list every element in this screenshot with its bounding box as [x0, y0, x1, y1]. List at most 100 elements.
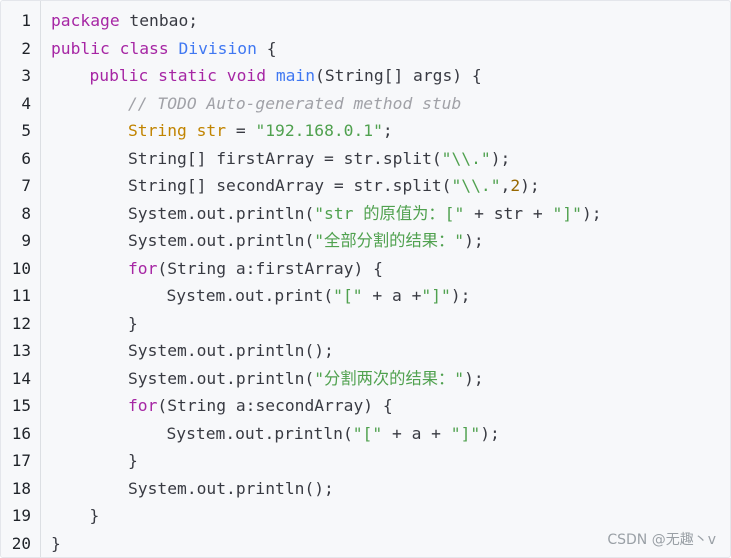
line-number: 18: [11, 478, 31, 498]
code-line: public static void main(String[] args) {: [90, 66, 482, 86]
code-token: System.out.println(: [128, 231, 315, 250]
code-token: "]": [421, 286, 451, 305]
code-token: [169, 39, 179, 58]
code-token: package: [51, 11, 120, 30]
code-token: public: [89, 66, 149, 85]
code-token: main: [275, 66, 316, 85]
line-number: 8: [21, 203, 31, 223]
code-token: "[": [352, 423, 383, 443]
code-token: [266, 66, 276, 85]
line-number: 5: [21, 121, 31, 140]
code-token: }: [89, 506, 100, 525]
code-line: String[] secondArray = str.split("\\.",2…: [128, 176, 540, 196]
code-line: String[] firstArray = str.split("\\.");: [128, 149, 510, 169]
code-token: "]": [552, 203, 582, 223]
watermark: CSDN @无趣丶v: [607, 532, 716, 548]
line-number: 9: [21, 231, 31, 250]
code-line: System.out.println("分割两次的结果：");: [128, 369, 484, 389]
code-line: for(String a:secondArray) {: [128, 396, 393, 416]
code-line: }: [51, 534, 61, 554]
code-token: System.out.println(: [128, 203, 315, 223]
code-line: }: [128, 314, 138, 334]
code-token: (String[] args) {: [315, 66, 482, 85]
line-number: 3: [21, 66, 31, 85]
code-token: + a +: [382, 423, 451, 443]
code-token: );: [450, 286, 471, 305]
code-token: );: [464, 368, 484, 388]
line-number: 4: [21, 93, 31, 113]
code-token: 2: [510, 176, 521, 195]
code-token: ,: [500, 176, 511, 195]
code-token: "[": [333, 286, 363, 305]
code-token: );: [581, 203, 602, 223]
code-line: package tenbao;: [51, 11, 198, 31]
code-line: System.out.println("str 的原值为：[" + str + …: [128, 204, 602, 224]
code-token: "192.168.0.1": [255, 121, 383, 140]
code-token: for: [128, 396, 158, 415]
code-token: Division: [178, 38, 257, 58]
code-token: [217, 66, 227, 85]
line-number: 15: [11, 396, 31, 415]
code-line: }: [128, 451, 138, 471]
code-token: System.out.println(: [128, 368, 315, 388]
line-number: 10: [11, 258, 31, 278]
code-token: // TODO Auto-generated method stub: [128, 93, 462, 113]
line-number: 1: [21, 11, 31, 30]
code-token: );: [480, 423, 500, 443]
line-number: 17: [11, 451, 31, 470]
code-token: public: [51, 38, 110, 58]
line-number: 13: [11, 341, 31, 360]
code-line: for(String a:firstArray) {: [128, 259, 383, 279]
code-token: System.out.print(: [166, 286, 334, 305]
code-token: for: [128, 258, 158, 278]
code-line: System.out.println("全部分割的结果：");: [128, 231, 484, 251]
line-number: 6: [21, 148, 31, 168]
code-token: "]": [450, 423, 481, 443]
code-line: System.out.println("[" + a + "]");: [167, 424, 500, 444]
code-token: "分割两次的结果：": [314, 368, 465, 388]
line-number: 14: [11, 368, 31, 388]
code-token: tenbao;: [119, 11, 199, 30]
code-line: }: [90, 506, 100, 526]
code-token: class: [119, 38, 169, 58]
code-line: // TODO Auto-generated method stub: [128, 94, 461, 114]
code-token: System.out.println();: [128, 478, 334, 498]
code-token: [148, 66, 158, 85]
code-line: public class Division {: [51, 39, 277, 59]
code-token: }: [51, 533, 61, 553]
code-token: String[] secondArray = str.split(: [128, 176, 452, 195]
code-token: );: [464, 231, 484, 250]
code-token: }: [128, 313, 138, 333]
code-line: String str = "192.168.0.1";: [128, 121, 393, 141]
code-token: (String a:firstArray) {: [157, 258, 383, 278]
code-line: System.out.println();: [128, 341, 334, 361]
code-token: );: [520, 176, 540, 195]
code-token: void: [226, 66, 266, 85]
code-token: "全部分割的结果：": [314, 231, 465, 250]
code-token: String[] firstArray = str.split(: [128, 148, 442, 168]
code-token: System.out.println();: [128, 341, 334, 360]
line-number: 20: [11, 533, 31, 553]
code-line: System.out.print("[" + a +"]");: [167, 286, 471, 306]
code-token: String str: [128, 121, 227, 140]
code-token: "str 的原值为：[": [314, 203, 465, 223]
code-token: [110, 39, 120, 58]
code-token: ;: [382, 121, 393, 140]
line-number: 16: [11, 423, 31, 443]
code-line: System.out.println();: [128, 479, 334, 499]
line-number: 2: [21, 38, 31, 58]
code-token: "\\.": [451, 176, 501, 195]
code-token: );: [490, 148, 511, 168]
code-token: =: [226, 121, 256, 140]
line-number: 19: [11, 506, 31, 525]
code-token: + a +: [362, 286, 422, 305]
code-token: static: [158, 66, 217, 85]
line-number: 7: [21, 176, 31, 195]
code-token: {: [256, 38, 277, 58]
code-token: + str +: [464, 203, 553, 223]
code-token: }: [128, 451, 138, 470]
code-token: System.out.println(: [166, 423, 353, 443]
code-token: "\\.": [441, 148, 491, 168]
